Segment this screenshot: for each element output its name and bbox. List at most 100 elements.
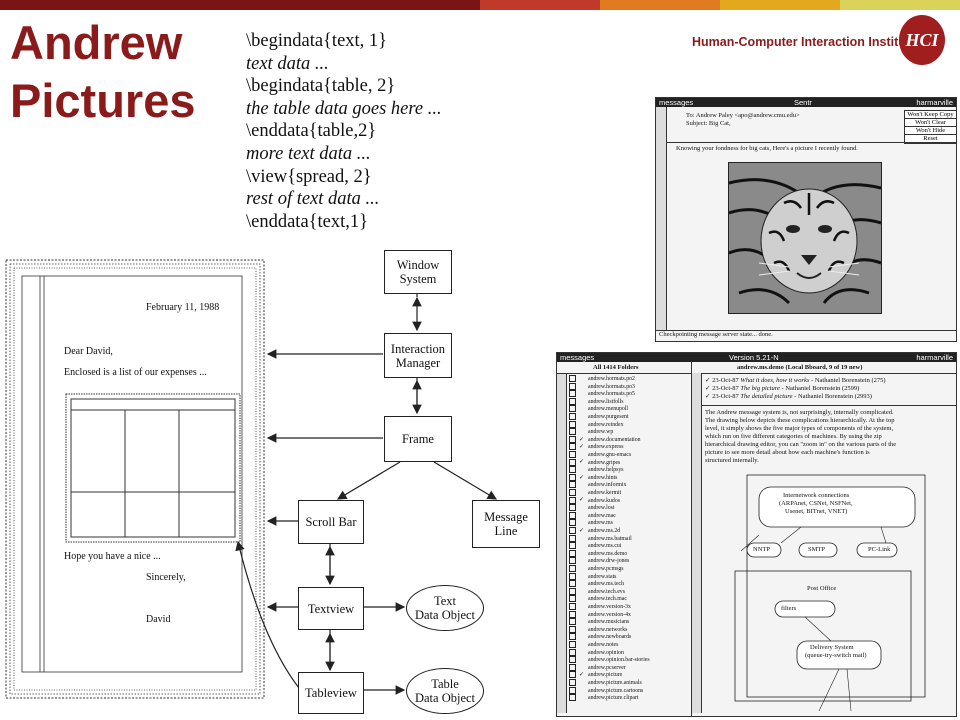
folder-checkbox[interactable] xyxy=(569,534,576,542)
folder-checkbox[interactable] xyxy=(569,511,576,519)
folder-item[interactable]: andrew.pcserver xyxy=(569,663,689,671)
folder-checkbox[interactable] xyxy=(569,405,576,413)
folder-item[interactable]: andrew.picture.animals xyxy=(569,679,689,686)
folder-item[interactable]: andrew.tech.mac xyxy=(569,595,689,603)
folder-checkbox[interactable] xyxy=(569,481,576,489)
folder-checkbox[interactable] xyxy=(569,663,576,671)
folder-checkbox[interactable] xyxy=(569,375,576,382)
scrollbar-strip[interactable] xyxy=(656,107,667,331)
folder-checkbox[interactable] xyxy=(569,648,576,656)
folder-item[interactable]: ✓andrew.ms.2d xyxy=(569,527,689,534)
folder-checkbox[interactable] xyxy=(569,610,576,618)
folder-checkbox[interactable] xyxy=(569,580,576,588)
folder-item[interactable]: andrew.ms.batmail xyxy=(569,534,689,542)
folder-item[interactable]: ✓andrew.express xyxy=(569,443,689,451)
folder-checkbox[interactable] xyxy=(569,572,576,580)
folder-item[interactable]: andrew.drw-jones xyxy=(569,557,689,565)
folder-checkbox[interactable] xyxy=(569,413,576,420)
folder-item[interactable]: andrew.kermit xyxy=(569,489,689,496)
folder-checkbox[interactable] xyxy=(569,527,576,534)
folder-item[interactable]: andrew.opinion xyxy=(569,648,689,656)
folder-item[interactable]: andrew.opinion.bar-stories xyxy=(569,656,689,664)
folder-item[interactable]: andrew.listfolls xyxy=(569,397,689,405)
folder-item[interactable]: andrew.ms.tech xyxy=(569,580,689,588)
folder-item[interactable]: andrew.purgesent xyxy=(569,413,689,420)
folder-check-icon: ✓ xyxy=(579,436,585,443)
folder-checkbox[interactable] xyxy=(569,557,576,565)
folder-item[interactable]: ✓andrew.documentation xyxy=(569,435,689,443)
folder-checkbox[interactable] xyxy=(569,435,576,443)
caption-line[interactable]: ✓ 23-Oct-87 The big picture - Nathaniel … xyxy=(705,385,860,392)
folder-checkbox[interactable] xyxy=(569,390,576,398)
folder-checkbox[interactable] xyxy=(569,671,576,679)
box-label: Tableview xyxy=(305,686,357,700)
folder-item[interactable]: andrew.helpsys xyxy=(569,466,689,474)
folder-checkbox[interactable] xyxy=(569,633,576,641)
folder-item[interactable]: andrew.networks xyxy=(569,625,689,633)
folder-checkbox[interactable] xyxy=(569,656,576,664)
folder-item[interactable]: andrew.ms.demo xyxy=(569,549,689,557)
folder-item[interactable]: ✓andrew.picture xyxy=(569,671,689,679)
folder-item[interactable]: andrew.informix xyxy=(569,481,689,489)
caption-line[interactable]: ✓ 23-Oct-87 What it does, how it works -… xyxy=(705,377,886,384)
folder-item[interactable]: andrew.reindex xyxy=(569,420,689,428)
folder-item[interactable]: andrew.lost xyxy=(569,504,689,512)
folder-name: andrew.ms.tech xyxy=(588,581,625,588)
caption-line[interactable]: ✓ 23-Oct-87 The detailed picture - Natha… xyxy=(705,393,872,400)
folder-checkbox[interactable] xyxy=(569,542,576,550)
folder-item[interactable]: andrew.stats xyxy=(569,572,689,580)
code-line: the table data goes here ... xyxy=(246,98,442,119)
folder-item[interactable]: andrew.picture.clipart xyxy=(569,694,689,702)
folder-item[interactable]: andrew.version-4x xyxy=(569,610,689,618)
folder-item[interactable]: andrew.version-3x xyxy=(569,603,689,610)
topbar-segment-1 xyxy=(0,0,480,10)
folder-checkbox[interactable] xyxy=(569,618,576,626)
topbar-segment-5 xyxy=(840,0,960,10)
folder-checkbox[interactable] xyxy=(569,587,576,595)
folder-item[interactable]: andrew.wp xyxy=(569,428,689,436)
folder-item[interactable]: andrew.mac xyxy=(569,511,689,519)
folder-checkbox[interactable] xyxy=(569,451,576,458)
folder-checkbox[interactable] xyxy=(569,397,576,405)
left-scrollbar[interactable] xyxy=(557,373,567,713)
folder-item[interactable]: andrew.gnu-emacs xyxy=(569,451,689,458)
folder-checkbox[interactable] xyxy=(569,565,576,572)
reset-button[interactable]: Reset xyxy=(904,134,956,144)
folder-checkbox[interactable] xyxy=(569,625,576,633)
folder-item[interactable]: andrew.pcmsgs xyxy=(569,565,689,572)
folder-item[interactable]: andrew.hormats.po3 xyxy=(569,382,689,390)
folder-item[interactable]: andrew.tech.evs xyxy=(569,587,689,595)
folder-checkbox[interactable] xyxy=(569,641,576,648)
folder-checkbox[interactable] xyxy=(569,496,576,504)
folder-item[interactable]: andrew.picture.cartoons xyxy=(569,686,689,694)
folder-item[interactable]: andrew.hormats.po2 xyxy=(569,375,689,382)
folder-checkbox[interactable] xyxy=(569,686,576,694)
right-scrollbar[interactable] xyxy=(692,373,702,713)
folder-checkbox[interactable] xyxy=(569,549,576,557)
folder-checkbox[interactable] xyxy=(569,428,576,436)
folder-checkbox[interactable] xyxy=(569,694,576,702)
folder-item[interactable]: andrew.notes xyxy=(569,641,689,648)
folder-item[interactable]: ✓andrew.gripes xyxy=(569,458,689,466)
folder-checkbox[interactable] xyxy=(569,595,576,603)
folder-checkbox[interactable] xyxy=(569,443,576,451)
folder-item[interactable]: ✓andrew.kudos xyxy=(569,496,689,504)
folder-name: andrew.tech.mac xyxy=(588,596,627,603)
folder-item[interactable]: andrew.ms xyxy=(569,519,689,527)
folder-item[interactable]: andrew.menupoll xyxy=(569,405,689,413)
folder-checkbox[interactable] xyxy=(569,679,576,686)
folder-checkbox[interactable] xyxy=(569,603,576,610)
folder-item[interactable]: andrew.ms.cui xyxy=(569,542,689,550)
folder-checkbox[interactable] xyxy=(569,473,576,481)
folder-item[interactable]: ✓andrew.hints xyxy=(569,473,689,481)
folder-checkbox[interactable] xyxy=(569,519,576,527)
folder-checkbox[interactable] xyxy=(569,504,576,512)
folder-item[interactable]: andrew.newboards xyxy=(569,633,689,641)
folder-checkbox[interactable] xyxy=(569,489,576,496)
folder-checkbox[interactable] xyxy=(569,466,576,474)
folder-checkbox[interactable] xyxy=(569,458,576,466)
folder-item[interactable]: andrew.hormats.po5 xyxy=(569,390,689,398)
folder-checkbox[interactable] xyxy=(569,382,576,390)
folder-checkbox[interactable] xyxy=(569,420,576,428)
folder-item[interactable]: andrew.musicians xyxy=(569,618,689,626)
